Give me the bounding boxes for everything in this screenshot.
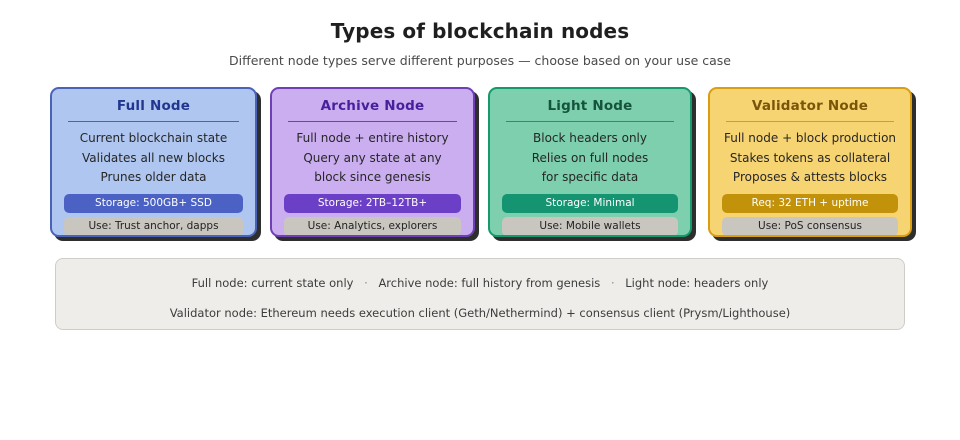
card-line: Prunes older data bbox=[100, 170, 207, 184]
footer-line-summary: Full node: current state only · Archive … bbox=[56, 276, 904, 290]
card-line: Full node + block production bbox=[723, 131, 897, 145]
card-lines-validator-node: Full node + block production Stakes toke… bbox=[710, 129, 910, 188]
card-archive-node[interactable]: Archive Node Full node + entire history … bbox=[270, 87, 475, 237]
card-lines-archive-node: Full node + entire history Query any sta… bbox=[272, 129, 473, 188]
footer-separator-icon: · bbox=[610, 276, 615, 290]
card-line: Block headers only bbox=[533, 131, 647, 145]
card-title-archive-node: Archive Node bbox=[320, 98, 425, 114]
footer-part-light-node: Light node: headers only bbox=[625, 276, 769, 290]
card-line: Validates all new blocks bbox=[82, 150, 225, 165]
card-validator-node[interactable]: Validator Node Full node + block product… bbox=[708, 87, 912, 237]
page-title: Types of blockchain nodes bbox=[330, 19, 630, 43]
footer-note-box: Full node: current state only · Archive … bbox=[55, 258, 905, 330]
card-line: Current blockchain state bbox=[79, 131, 228, 145]
card-line: Stakes tokens as collateral bbox=[729, 150, 891, 165]
card-divider bbox=[68, 121, 239, 122]
card-title-full-node: Full Node bbox=[116, 98, 191, 114]
node-type-card-row: Full Node Current blockchain state Valid… bbox=[50, 87, 912, 241]
card-line: Query any state at any bbox=[303, 150, 442, 165]
use-badge-archive-node: Use: Analytics, explorers bbox=[284, 216, 461, 235]
card-line: Proposes & attests blocks bbox=[732, 170, 888, 184]
card-light-node[interactable]: Light Node Block headers only Relies on … bbox=[488, 87, 692, 237]
card-full-node[interactable]: Full Node Current blockchain state Valid… bbox=[50, 87, 257, 237]
card-lines-full-node: Current blockchain state Validates all n… bbox=[52, 129, 255, 188]
footer-part-archive-node: Archive node: full history from genesis bbox=[378, 276, 601, 290]
use-badge-validator-node: Use: PoS consensus bbox=[722, 216, 898, 235]
card-line: Relies on full nodes bbox=[531, 150, 649, 165]
spec-badge-archive-node: Storage: 2TB–12TB+ bbox=[284, 193, 461, 213]
spec-badge-full-node: Storage: 500GB+ SSD bbox=[64, 193, 243, 213]
card-divider bbox=[288, 121, 457, 122]
spec-badge-validator-node: Req: 32 ETH + uptime bbox=[722, 193, 898, 213]
footer-separator-icon: · bbox=[364, 276, 368, 290]
card-line: Full node + entire history bbox=[296, 131, 449, 145]
card-lines-light-node: Block headers only Relies on full nodes … bbox=[490, 129, 690, 188]
card-title-light-node: Light Node bbox=[547, 98, 633, 114]
card-divider bbox=[506, 121, 674, 122]
footer-line-validator: Validator node: Ethereum needs execution… bbox=[169, 306, 791, 320]
card-line: block since genesis bbox=[314, 170, 431, 184]
spec-badge-light-node: Storage: Minimal bbox=[502, 193, 678, 213]
use-badge-full-node: Use: Trust anchor, dapps bbox=[64, 216, 243, 235]
card-divider bbox=[726, 121, 894, 122]
page-subtitle: Different node types serve different pur… bbox=[229, 53, 731, 68]
card-title-validator-node: Validator Node bbox=[751, 98, 869, 114]
use-badge-light-node: Use: Mobile wallets bbox=[502, 216, 678, 235]
card-line: for specific data bbox=[541, 170, 639, 184]
footer-part-full-node: Full node: current state only bbox=[191, 276, 354, 290]
